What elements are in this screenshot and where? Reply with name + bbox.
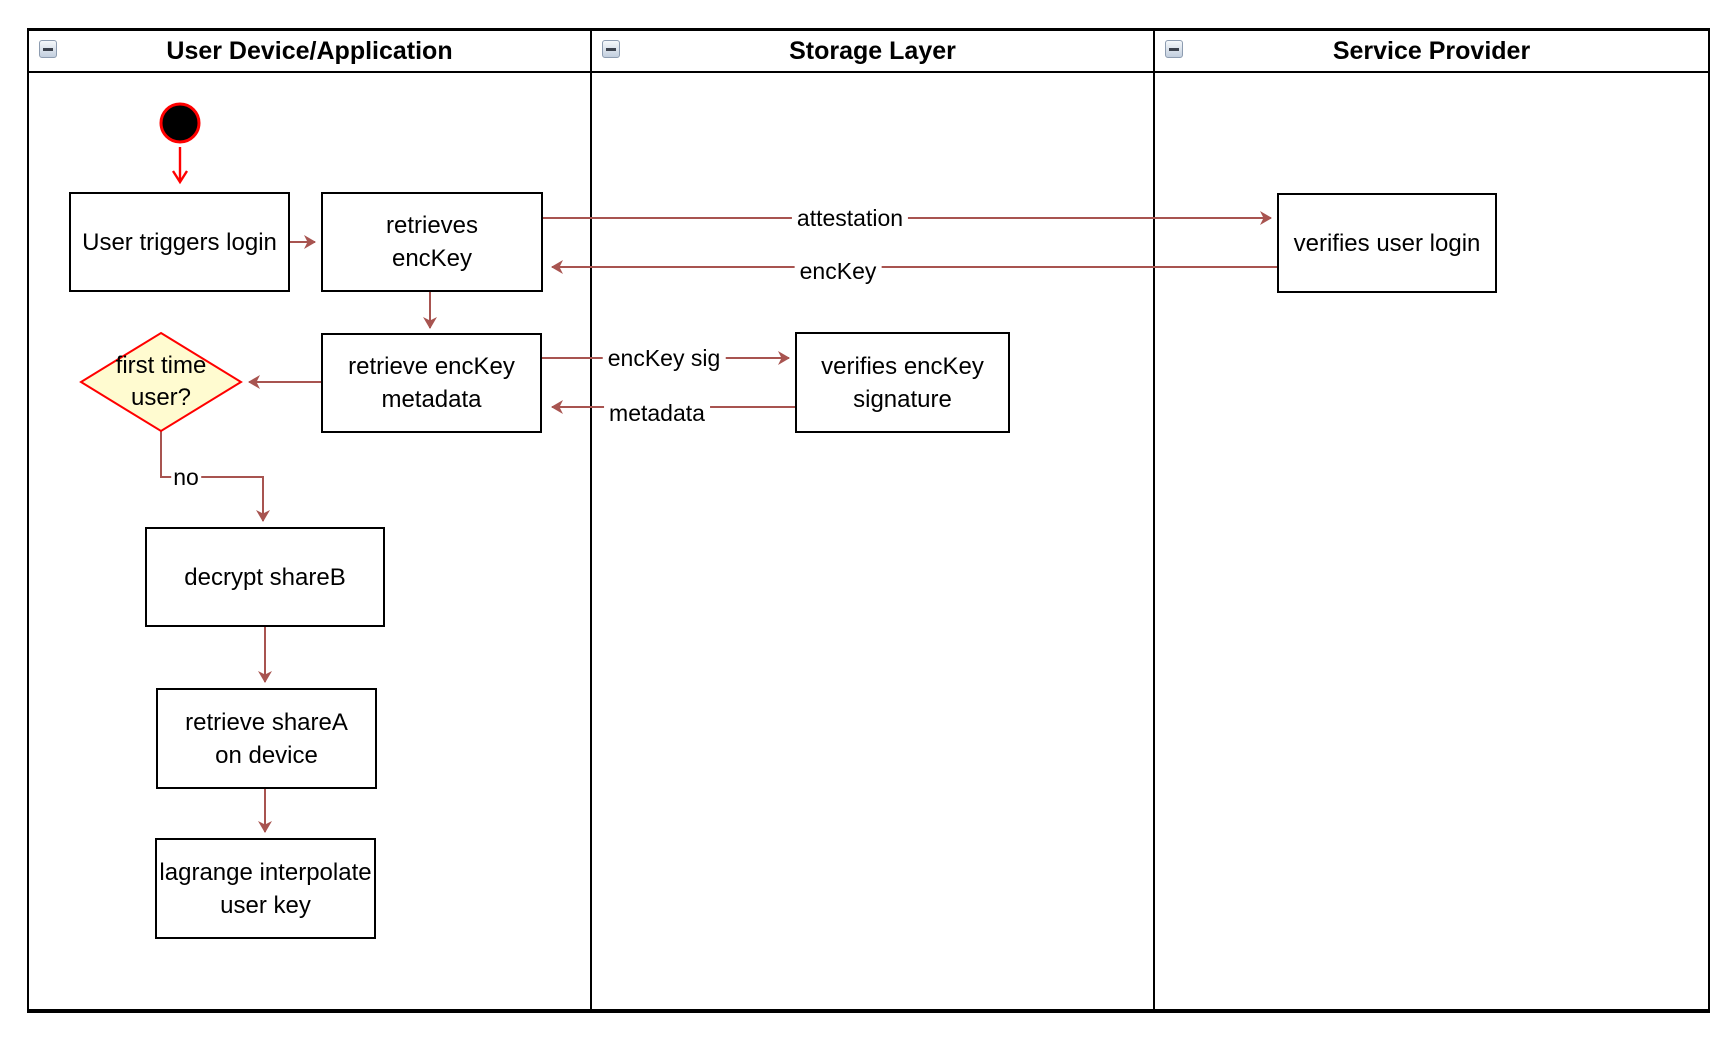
node-label: verifies user login (1293, 229, 1481, 257)
node-verifies-enckey-signature[interactable]: verifies encKey signature (795, 332, 1010, 433)
node-user-triggers-login[interactable]: User triggers login (69, 192, 290, 292)
edge-label-attestation[interactable]: attestation (791, 203, 909, 233)
edge-label-enckey-sig[interactable]: encKey sig (602, 343, 726, 373)
collapse-button[interactable] (1165, 40, 1183, 58)
minus-icon (1169, 47, 1179, 51)
node-retrieve-enckey-metadata[interactable]: retrieve encKey metadata (321, 333, 542, 433)
node-retrieve-sharea[interactable]: retrieve shareA on device (156, 688, 377, 789)
node-lagrange-interpolate[interactable]: lagrange interpolate user key (155, 838, 376, 939)
lane-service-provider: Service Provider (1155, 31, 1708, 1009)
lane-header-user-device: User Device/Application (29, 31, 590, 73)
node-label: verifies encKey signature (821, 352, 984, 413)
edge-decision-no-to-decrypt (160, 431, 270, 522)
node-label: lagrange interpolate user key (159, 858, 372, 919)
node-label: retrieve encKey metadata (348, 353, 515, 413)
node-label: first time user? (115, 352, 207, 411)
lane-title: Storage Layer (789, 36, 956, 65)
swimlane-pool: User Device/Application Storage Layer Se… (27, 28, 1710, 1013)
decision-diamond-shape[interactable] (79, 331, 243, 433)
collapse-button[interactable] (39, 40, 57, 58)
node-label: User triggers login (82, 228, 277, 256)
lane-user-device: User Device/Application (29, 31, 592, 1009)
edge-label-enckey[interactable]: encKey (794, 256, 882, 286)
lane-header-service-provider: Service Provider (1155, 31, 1708, 73)
node-label: retrieve shareA on device (185, 708, 348, 769)
start-circle[interactable] (159, 102, 201, 144)
node-retrieves-enckey[interactable]: retrieves encKey (321, 192, 543, 292)
lane-title: User Device/Application (166, 36, 453, 65)
node-label: retrieves encKey (385, 212, 479, 272)
decision-first-time-user[interactable]: first time user? (91, 340, 231, 424)
lane-header-storage-layer: Storage Layer (592, 31, 1153, 73)
edge-label-metadata[interactable]: metadata (604, 398, 710, 428)
minus-icon (606, 47, 616, 51)
minus-icon (43, 47, 53, 51)
node-decrypt-shareb[interactable]: decrypt shareB (145, 527, 385, 627)
lane-storage-layer: Storage Layer (592, 31, 1155, 1009)
edge-label-no[interactable]: no (171, 462, 201, 492)
lane-title: Service Provider (1332, 36, 1531, 65)
node-verifies-user-login[interactable]: verifies user login (1277, 193, 1497, 293)
node-label: decrypt shareB (184, 563, 346, 591)
collapse-button[interactable] (602, 40, 620, 58)
